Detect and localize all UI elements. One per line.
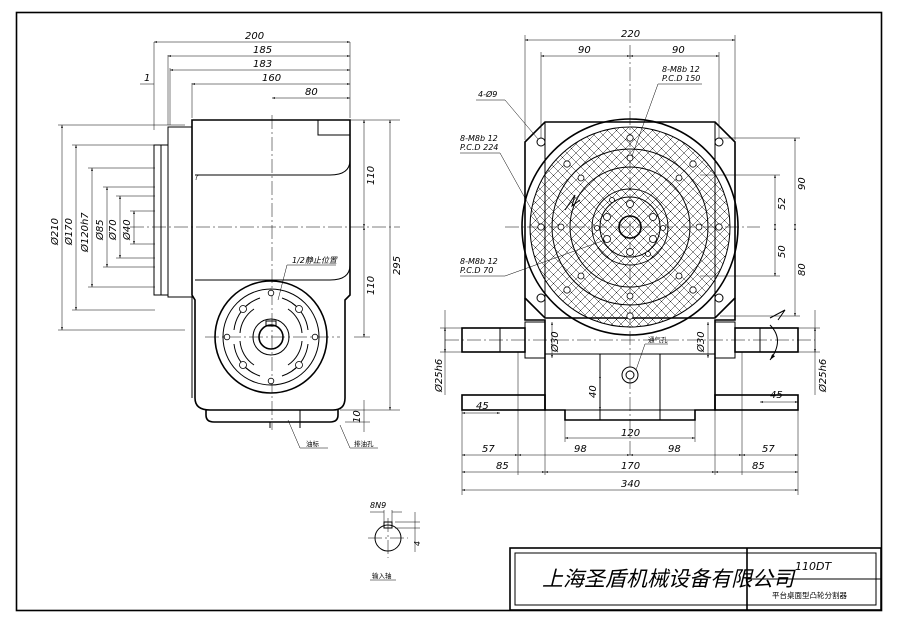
dim-right-52: 52 (777, 197, 788, 210)
dim-dia-30-left: Ø30 (549, 331, 561, 353)
dim-dia-120: Ø120h7 (79, 212, 91, 253)
inner-bolt-holes (594, 197, 666, 257)
dim-90-left: 90 (578, 45, 591, 56)
oil-gauge-label: 油标 (306, 439, 320, 448)
dim-85-left: 85 (496, 461, 509, 472)
dim-220: 220 (621, 29, 640, 40)
inner-pcd-note: P.C.D 70 (460, 266, 493, 275)
vent-label: 通气孔 (648, 335, 668, 344)
dim-110-top: 110 (366, 166, 377, 185)
dim-right-90: 90 (797, 177, 808, 190)
dim-45-right: 45 (770, 390, 783, 401)
company-name: 上海圣盾机械设备有限公司 (542, 567, 796, 591)
dim-45-left: 45 (476, 401, 489, 412)
outer-thread-note: 8-M8b 12 (460, 134, 498, 143)
dim-shaft-left: Ø25h6 (433, 359, 445, 393)
dim-120: 120 (621, 428, 640, 439)
dim-dia-30-right: Ø30 (695, 331, 707, 353)
product-name: 平台桌面型凸轮分割器 (772, 590, 847, 600)
mid-pcd-note: P.C.D 150 (662, 74, 700, 83)
dim-57-right: 57 (762, 444, 775, 455)
dim-200: 200 (245, 31, 264, 42)
dim-340: 340 (621, 479, 640, 490)
dim-dia-40: Ø40 (121, 219, 133, 241)
dim-40: 40 (588, 385, 599, 398)
stop-position-label: 1/2静止位置 (292, 256, 338, 265)
inner-thread-note: 8-M8b 12 (460, 257, 498, 266)
dim-dia-85: Ø85 (94, 219, 106, 241)
mid-thread-note: 8-M8b 12 (662, 65, 700, 74)
front-view: 通气孔 (433, 29, 829, 495)
dim-10: 10 (352, 410, 363, 423)
dim-110-bottom: 110 (366, 276, 377, 295)
dim-right-80: 80 (797, 263, 808, 276)
dim-dia-170: Ø170 (63, 218, 75, 246)
key-depth-label: 4 (413, 541, 422, 546)
dim-80: 80 (305, 87, 318, 98)
dim-dia-70: Ø70 (107, 219, 119, 241)
dim-295: 295 (392, 256, 403, 275)
dim-160: 160 (262, 73, 281, 84)
outer-bolt-holes (537, 134, 723, 320)
dim-dia-210: Ø210 (49, 218, 61, 246)
dim-1: 1 (144, 73, 150, 84)
dim-85-right: 85 (752, 461, 765, 472)
outer-pcd-note: P.C.D 224 (460, 143, 498, 152)
input-shaft-caption: 输入轴 (372, 571, 392, 580)
dim-98-right: 98 (668, 444, 681, 455)
key-width-label: 8N9 (370, 501, 386, 510)
model-number: 110DT (795, 560, 832, 573)
side-view: 200 185 183 1 160 80 Ø210 Ø170 Ø120h7 Ø8… (49, 31, 403, 449)
dim-170: 170 (621, 461, 640, 472)
dim-57-left: 57 (482, 444, 495, 455)
dim-183: 183 (253, 59, 272, 70)
dim-shaft-right: Ø25h6 (817, 359, 829, 393)
corner-hole-note: 4-Ø9 (478, 89, 497, 99)
key-detail: 8N9 4 输入轴 (368, 501, 422, 581)
dim-90-right: 90 (672, 45, 685, 56)
title-block: 上海圣盾机械设备有限公司 110DT 平台桌面型凸轮分割器 (509, 547, 882, 611)
dim-right-50: 50 (777, 245, 788, 258)
middle-bolt-holes (557, 154, 703, 300)
dim-185: 185 (253, 45, 272, 56)
drain-hole-label: 排油孔 (354, 439, 374, 448)
dim-98-left: 98 (574, 444, 587, 455)
drawing-frame (15, 11, 883, 612)
